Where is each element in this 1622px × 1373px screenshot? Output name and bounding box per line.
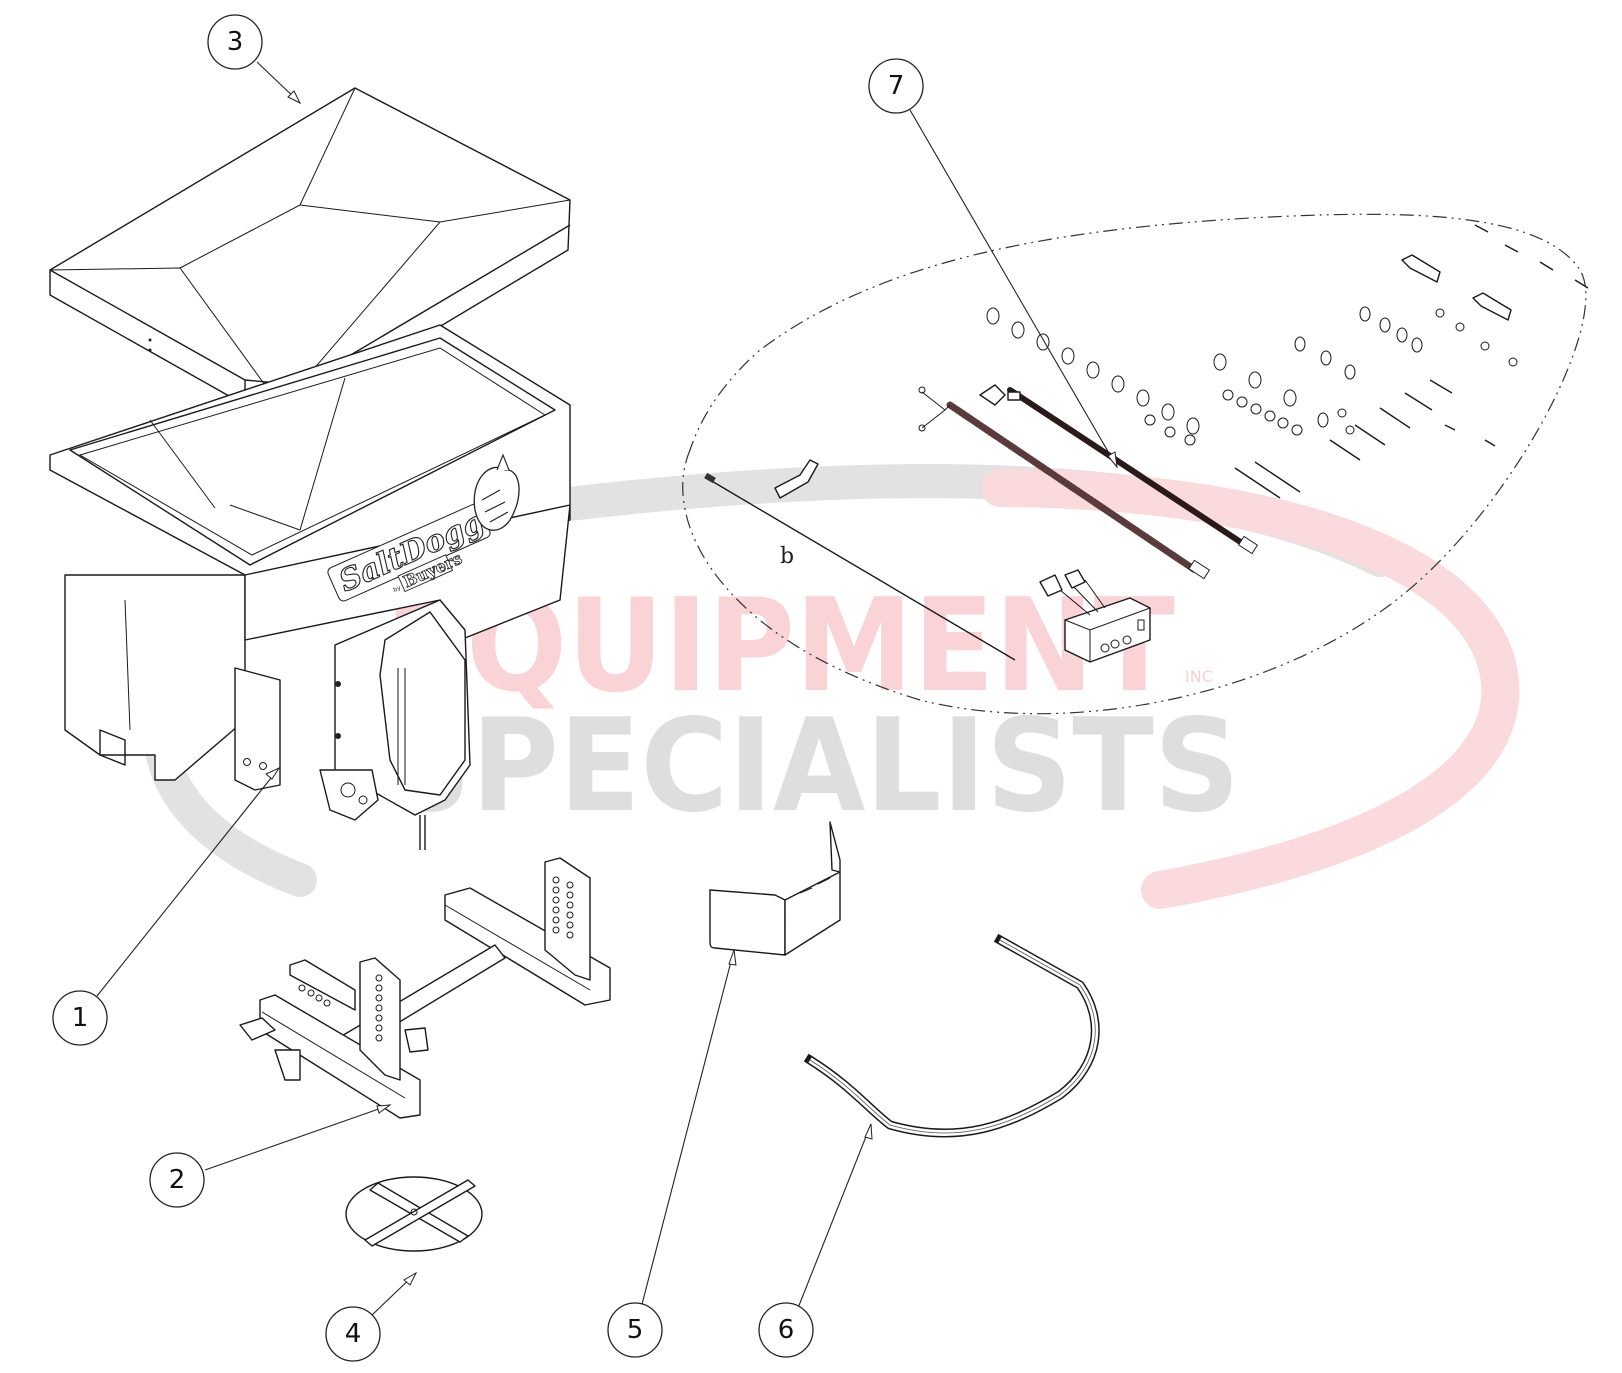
part-spinner-disc <box>345 1176 483 1252</box>
callout-4[interactable]: 4 <box>325 1306 381 1362</box>
callout-4-number: 4 <box>345 1319 362 1349</box>
nut-set <box>1144 308 1518 446</box>
callout-1-number: 1 <box>72 1003 89 1033</box>
callout-5[interactable]: 5 <box>607 1302 663 1358</box>
callout-5-number: 5 <box>627 1315 644 1345</box>
part-hardware-kit: b <box>682 213 1589 715</box>
upright-holes-front <box>375 974 383 1042</box>
leader-lines <box>96 61 1118 1316</box>
callout-1[interactable]: 1 <box>52 990 108 1046</box>
callout-2[interactable]: 2 <box>149 1152 205 1208</box>
callout-7[interactable]: 7 <box>868 58 924 114</box>
upright-holes-rear <box>552 876 574 939</box>
kit-group-boundary <box>682 213 1587 715</box>
part-hopper-body: SaltDogg by Buyers <box>49 324 571 850</box>
callout-6-number: 6 <box>778 1315 795 1345</box>
part-mounting-frame <box>239 857 611 1119</box>
part-deflector-bracket <box>709 821 841 956</box>
watermark-line2: SPECIALISTS <box>385 692 1240 841</box>
dog-mascot-icon <box>473 453 520 531</box>
callout-2-number: 2 <box>169 1165 186 1195</box>
watermark-swoosh-red <box>981 469 1520 909</box>
bolt-set <box>1234 224 1589 499</box>
brand-by: by <box>392 584 402 594</box>
part-hoop-guard <box>803 933 1100 1138</box>
callout-7-number: 7 <box>888 71 905 101</box>
latch-set <box>1401 254 1512 321</box>
callout-3[interactable]: 3 <box>207 14 263 70</box>
callout-6[interactable]: 6 <box>758 1302 814 1358</box>
watermark-suffix: INC <box>1185 667 1213 686</box>
callout-3-number: 3 <box>227 27 244 57</box>
sub-label-b: b <box>780 544 794 569</box>
washer-set <box>986 306 1423 435</box>
